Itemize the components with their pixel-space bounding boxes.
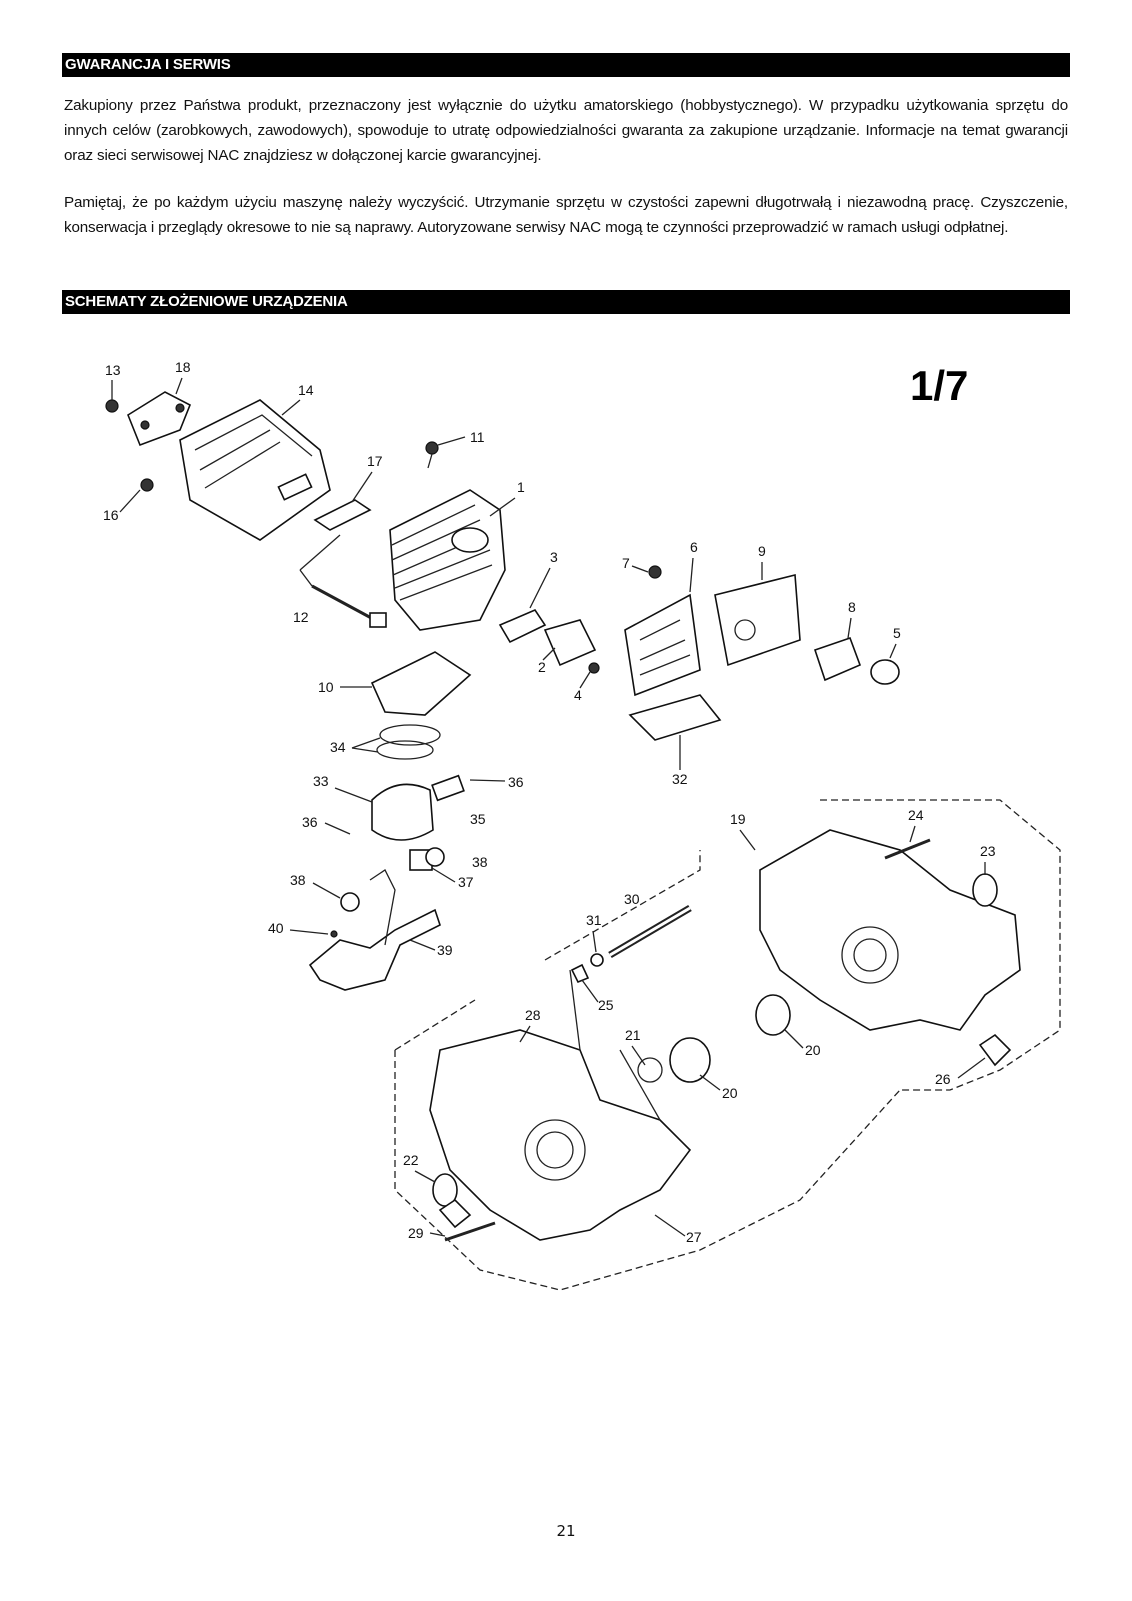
exploded-parts-diagram: 1/7 — [103, 359, 1061, 1291]
part-label-5: 5 — [893, 625, 901, 641]
muffler-gasket — [313, 499, 372, 531]
part-label-25: 25 — [598, 997, 614, 1013]
part-label-12: 12 — [293, 609, 309, 625]
part-label-1: 1 — [517, 479, 525, 495]
part-label-16: 16 — [103, 507, 119, 523]
part-label-24: 24 — [908, 807, 924, 823]
fuel-hose — [570, 904, 692, 984]
part-label-9: 9 — [758, 543, 766, 559]
warranty-paragraph-1: Zakupiony przez Państwa produkt, przezna… — [64, 97, 1068, 164]
page-number: 21 — [556, 1522, 576, 1540]
part-label-39: 39 — [437, 942, 453, 958]
part-label-18: 18 — [175, 359, 191, 375]
part-label-14: 14 — [298, 382, 314, 398]
section-header-warranty: GWARANCJA I SERWIS — [62, 53, 1070, 77]
part-label-10: 10 — [318, 679, 334, 695]
part-label-7: 7 — [622, 555, 630, 571]
crankcase-right — [755, 829, 1021, 1067]
part-label-33: 33 — [313, 773, 329, 789]
crankcase-left — [429, 1029, 711, 1242]
part-label-20: 20 — [722, 1085, 738, 1101]
part-label-37: 37 — [458, 874, 474, 890]
cylinder — [389, 489, 506, 631]
part-label-19: 19 — [730, 811, 746, 827]
part-labels: 13 18 14 11 17 1 16 12 3 7 6 9 8 5 2 4 1… — [103, 359, 996, 1245]
part-label-20: 20 — [805, 1042, 821, 1058]
part-label-6: 6 — [690, 539, 698, 555]
piston-assembly — [340, 651, 472, 912]
part-label-26: 26 — [935, 1071, 951, 1087]
dashed-assembly-outlines — [299, 534, 1061, 1291]
part-label-28: 28 — [525, 1007, 541, 1023]
diagram-page-label: 1/7 — [910, 362, 968, 409]
part-label-27: 27 — [686, 1229, 702, 1245]
part-label-35: 35 — [470, 811, 486, 827]
crankshaft — [308, 869, 441, 991]
part-label-17: 17 — [367, 453, 383, 469]
part-label-31: 31 — [586, 912, 602, 928]
part-label-32: 32 — [672, 771, 688, 787]
part-label-40: 40 — [268, 920, 284, 936]
warranty-paragraph-2: Pamiętaj, że po każdym użyciu maszynę na… — [64, 194, 1068, 236]
bolts — [105, 399, 662, 674]
part-label-36: 36 — [302, 814, 318, 830]
part-label-38: 38 — [290, 872, 306, 888]
part-label-22: 22 — [403, 1152, 419, 1168]
muffler-bracket — [127, 391, 192, 447]
muffler-cover — [179, 399, 331, 541]
part-label-30: 30 — [624, 891, 640, 907]
section-header-schematics: SCHEMATY ZŁOŻENIOWE URZĄDZENIA — [62, 290, 1070, 314]
part-label-8: 8 — [848, 599, 856, 615]
part-label-4: 4 — [574, 687, 582, 703]
part-label-29: 29 — [408, 1225, 424, 1241]
part-label-13: 13 — [105, 362, 121, 378]
part-label-3: 3 — [550, 549, 558, 565]
part-label-34: 34 — [330, 739, 346, 755]
intake-parts — [498, 573, 900, 741]
part-label-36: 36 — [508, 774, 524, 790]
part-label-2: 2 — [538, 659, 546, 675]
part-label-21: 21 — [625, 1027, 641, 1043]
part-label-23: 23 — [980, 843, 996, 859]
part-label-38: 38 — [472, 854, 488, 870]
part-label-11: 11 — [470, 429, 485, 445]
